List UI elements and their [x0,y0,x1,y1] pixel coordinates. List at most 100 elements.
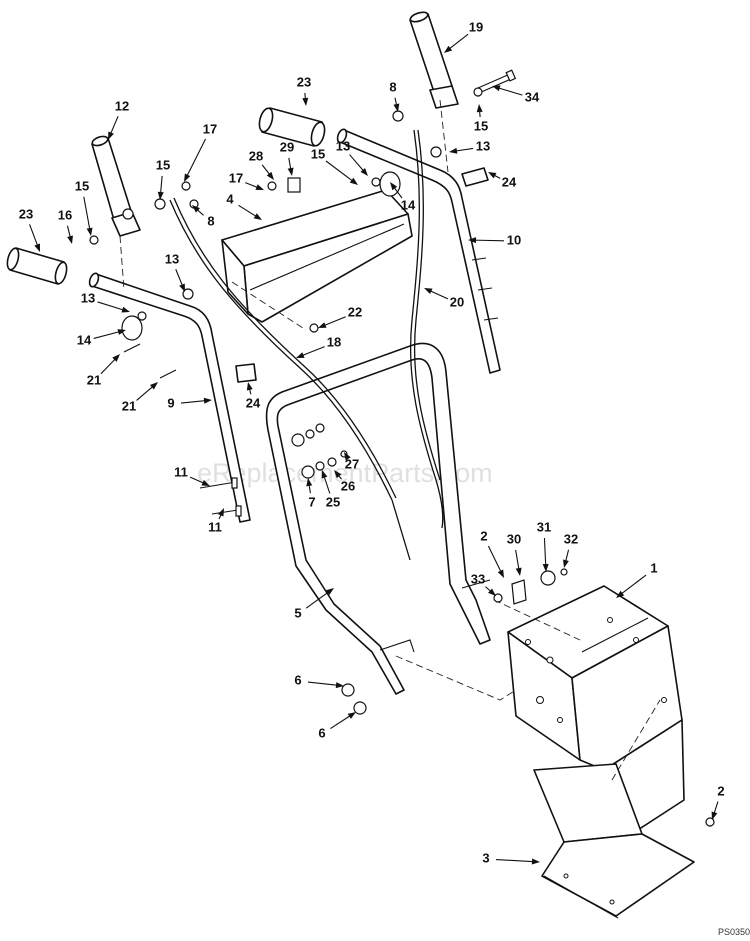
leader-line-c25 [323,475,331,494]
leader-arrow-c8b [192,205,200,213]
leader-arrow-c4 [253,213,262,220]
leader-line-c15b [325,160,354,182]
part-24-pad-upper [461,167,489,187]
leader-arrow-c6b [347,712,356,719]
leader-arrow-c23a [302,97,309,106]
leader-arrow-c15b [349,177,358,185]
callout-label-c1: 1 [650,560,657,575]
callout-label-c15a: 15 [474,118,488,133]
leader-arrow-c29 [287,167,294,176]
leader-line-c13c [175,269,184,287]
callout-label-c24b: 24 [246,395,261,410]
leader-line-c16 [66,225,72,239]
callout-leaders [29,33,719,865]
leader-line-c5 [305,591,330,609]
leader-line-c32 [564,549,570,563]
callout-label-c20: 20 [450,294,464,309]
leader-line-c17a [186,138,207,177]
part-5-lower-frame [265,342,491,695]
leader-arrow-c10 [468,237,477,244]
leader-arrow-c24a [488,172,497,179]
leader-arrow-c21b [149,382,158,390]
leader-arrow-c22 [318,322,327,328]
leader-line-c10 [473,239,505,242]
leader-line-c34 [497,87,523,96]
leader-line-c23b [29,224,39,247]
assembly-line-4 [493,599,581,641]
leader-arrow-c15c [157,191,164,200]
callout-label-c7: 7 [308,494,315,509]
callout-label-c15b: 15 [311,146,325,161]
leader-line-c15d [83,196,91,231]
part-19-right-grip [409,11,459,109]
part-18-cable [169,199,411,561]
callout-label-c32: 32 [564,531,578,546]
callout-label-c13a: 13 [476,138,490,153]
callout-label-c14b: 14 [77,332,92,347]
callout-label-c11b: 11 [208,519,222,534]
leader-arrow-c33 [488,588,496,596]
callout-label-c2a: 2 [480,528,487,543]
leader-line-c13a [454,147,474,152]
leader-arrow-c13d [121,306,130,313]
callout-label-c34: 34 [525,89,540,104]
part-1-engine-bracket [507,585,685,849]
callout-label-c2b: 2 [717,783,724,798]
leader-arrow-c13a [449,147,458,154]
leader-arrow-c9 [203,397,212,404]
leader-arrow-c7 [306,478,313,487]
leader-arrow-c2a [497,569,504,578]
leader-arrow-c31 [542,563,549,572]
leader-arrow-c25 [321,470,328,479]
callout-label-c10: 10 [507,232,521,247]
leader-line-c11a [189,476,205,485]
hardware-nuts-washers [89,110,715,827]
callout-label-c26: 26 [341,478,355,493]
leader-line-c21b [136,385,154,401]
leader-line-c2a [487,545,502,573]
leader-line-c15c [159,175,163,195]
assembly-line-6 [231,281,307,331]
callout-label-c13b: 13 [336,138,350,153]
callout-label-c18: 18 [327,334,341,349]
callout-label-c27: 27 [345,456,359,471]
leader-line-c14b [93,330,121,339]
leader-line-c28 [261,164,271,176]
part-20-cable-edge [413,129,441,481]
leader-arrow-c15d [86,227,93,236]
callout-label-c24a: 24 [502,174,517,189]
leader-arrow-c24b [246,382,253,391]
callout-label-c31: 31 [537,519,551,534]
leader-arrow-c13c [179,283,185,292]
callout-label-c8b: 8 [207,213,214,228]
leader-line-c1 [620,574,647,595]
figure-code: PS0350 [718,927,750,937]
leader-line-c4 [238,204,258,218]
part-23-left-tube [6,247,68,285]
leader-line-c2b [713,801,719,815]
callout-label-c14a: 14 [401,197,416,212]
part-4-control-panel [221,189,413,323]
part-34-bolt [473,69,517,97]
callout-label-c3: 3 [482,850,489,865]
leader-arrow-c20 [424,288,433,295]
leader-arrow-c11b [217,508,224,517]
part-24-pad-lower [235,363,257,383]
leader-line-c22 [323,316,346,327]
leader-line-c3 [495,859,535,863]
callout-label-c4: 4 [226,191,234,206]
leader-line-c21a [100,357,117,375]
leader-arrow-c3 [531,858,540,865]
assembly-line-2 [439,99,449,173]
leader-arrow-c6a [335,682,344,689]
leader-arrow-c26 [334,470,342,479]
leader-line-c29 [288,157,292,171]
part-3-lower-cover [533,763,695,919]
leader-arrow-c12 [108,131,114,140]
callout-label-c15c: 15 [156,157,170,172]
leader-line-c13b [349,154,365,172]
callout-label-c12: 12 [115,98,129,113]
callout-label-c17b: 17 [229,170,243,185]
